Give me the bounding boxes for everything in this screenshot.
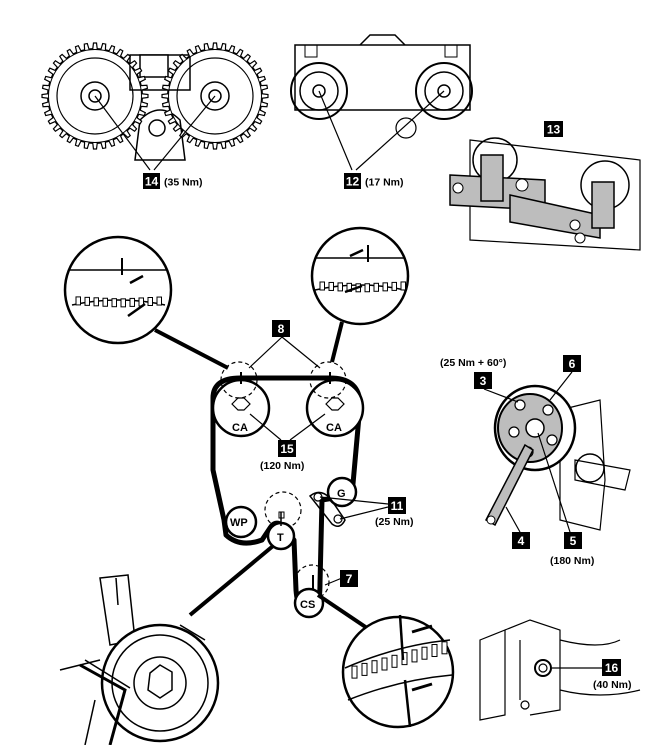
pulley-crankshaft: CS — [300, 599, 315, 611]
locking-tool-view: 13 — [449, 121, 641, 251]
crank-holding-tool-view: (25 Nm + 60°) 3 6 4 5 (180 Nm) — [440, 355, 631, 567]
mark-magnifier-left — [63, 235, 229, 370]
callout-15-torque: (120 Nm) — [260, 460, 304, 472]
callout-7-number: 7 — [346, 572, 353, 586]
callout-14-number: 14 — [145, 175, 159, 189]
pulley-tensioner: T — [277, 532, 284, 544]
bracket-bolt-view: 16 (40 Nm) — [479, 619, 641, 721]
callout-12-torque: (17 Nm) — [365, 177, 404, 189]
callout-14-torque: (35 Nm) — [164, 177, 203, 189]
callout-3-number: 3 — [480, 374, 487, 388]
pulley-ca-left: CA — [232, 422, 248, 434]
callout-5-number: 5 — [570, 534, 577, 548]
pulley-ca-right: CA — [326, 422, 342, 434]
callout-16-torque: (40 Nm) — [593, 679, 632, 691]
camshaft-caps-view: 12 (17 Nm) — [290, 34, 473, 189]
belt-route: CA CA 8 15 (120 Nm) WP T G 11 (25 Nm) — [188, 320, 414, 632]
callout-6-number: 6 — [569, 357, 576, 371]
pulley-idler: G — [337, 488, 346, 500]
callout-8-number: 8 — [278, 322, 285, 336]
callout-5-torque: (180 Nm) — [550, 555, 594, 567]
callout-15-number: 15 — [280, 442, 294, 456]
callout-11-torque: (25 Nm) — [375, 516, 414, 528]
pulley-wp: WP — [230, 517, 248, 529]
crank-mark-magnifier — [341, 614, 455, 729]
callout-4-number: 4 — [518, 534, 525, 548]
callout-3-torque: (25 Nm + 60°) — [440, 357, 506, 369]
callout-12-number: 12 — [346, 175, 360, 189]
tensioner-view — [59, 574, 220, 745]
cam-sprockets-view: 14 (35 Nm) — [41, 42, 269, 189]
callout-11-number: 11 — [391, 499, 404, 513]
callout-13-number: 13 — [547, 123, 561, 137]
callout-16-number: 16 — [605, 661, 619, 675]
mark-magnifier-right — [310, 226, 410, 363]
